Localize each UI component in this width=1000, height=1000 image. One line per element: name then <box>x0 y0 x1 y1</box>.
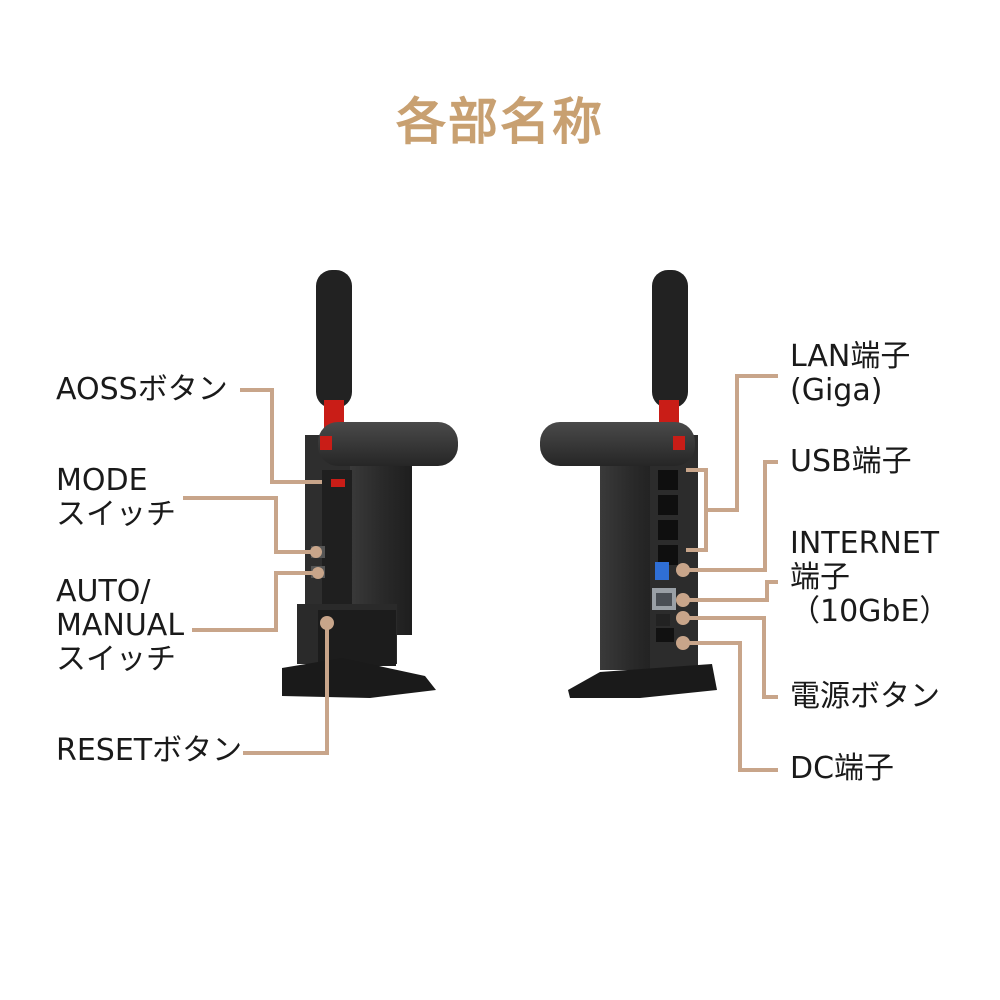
left-stand <box>282 658 436 698</box>
right-arm-red-clip <box>673 436 685 450</box>
label-reset-text: RESETボタン <box>56 733 243 768</box>
left-antenna <box>316 270 352 408</box>
leader-reset <box>243 623 329 755</box>
label-aoss-button: AOSSボタン <box>56 373 228 407</box>
label-dc-port: DC端子 <box>790 752 894 786</box>
power-button-shape <box>656 614 670 626</box>
label-lan-port: LAN端子 (Giga) <box>790 340 910 408</box>
left-arm <box>318 422 458 466</box>
leader-dc <box>686 641 778 772</box>
left-aoss-button-shape <box>331 479 345 487</box>
dot-mode <box>310 546 322 558</box>
dot-reset <box>320 616 334 630</box>
lan-port-4 <box>658 545 678 565</box>
leader-internet <box>686 580 778 602</box>
lan-port-3 <box>658 520 678 540</box>
leader-usb <box>686 460 778 572</box>
label-internet-line1: INTERNET <box>790 526 940 561</box>
label-auto-line3: スイッチ <box>56 642 176 677</box>
page-title: 各部名称 <box>396 93 604 151</box>
label-dc-text: DC端子 <box>790 751 895 786</box>
leader-lines <box>183 374 778 772</box>
left-arm-red-clip <box>320 436 332 450</box>
label-mode-line1: MODE <box>56 463 148 498</box>
right-stand <box>568 664 717 698</box>
label-auto-manual-switch: AUTO/ MANUAL スイッチ <box>56 575 184 677</box>
dot-power <box>676 611 690 625</box>
label-internet-line3: （10GbE） <box>790 594 950 629</box>
label-internet-line2: 端子 <box>790 560 850 595</box>
label-power-button: 電源ボタン <box>790 680 940 714</box>
dot-dc <box>676 636 690 650</box>
lan-port-1 <box>658 470 678 490</box>
label-mode-switch: MODE スイッチ <box>56 464 176 532</box>
label-power-text: 電源ボタン <box>790 679 940 714</box>
label-lan-line1: LAN端子 <box>790 339 911 374</box>
router-right-view <box>540 270 717 698</box>
leader-auto <box>192 571 318 632</box>
label-internet-port: INTERNET 端子 （10GbE） <box>790 527 949 629</box>
label-usb-text: USB端子 <box>790 444 912 479</box>
dot-auto <box>312 567 324 579</box>
leader-aoss <box>240 388 322 484</box>
right-arm <box>540 422 695 466</box>
internet-port-inner <box>656 593 672 606</box>
leader-power <box>686 616 778 699</box>
label-lan-line2: (Giga) <box>790 373 883 408</box>
router-left-view <box>282 270 458 698</box>
dot-usb <box>676 563 690 577</box>
label-usb-port: USB端子 <box>790 445 912 479</box>
dot-internet <box>676 593 690 607</box>
label-auto-line1: AUTO/ <box>56 574 151 609</box>
label-reset-button: RESETボタン <box>56 734 242 768</box>
lan-port-2 <box>658 495 678 515</box>
right-antenna <box>652 270 688 408</box>
label-mode-line2: スイッチ <box>56 497 176 532</box>
left-main-body <box>350 445 412 635</box>
leader-dots <box>310 546 690 650</box>
leader-lan <box>706 374 778 512</box>
dc-port-shape <box>656 628 674 642</box>
label-aoss-text: AOSSボタン <box>56 372 228 407</box>
label-auto-line2: MANUAL <box>56 608 185 643</box>
leader-mode <box>183 496 316 554</box>
usb-port <box>655 562 669 580</box>
